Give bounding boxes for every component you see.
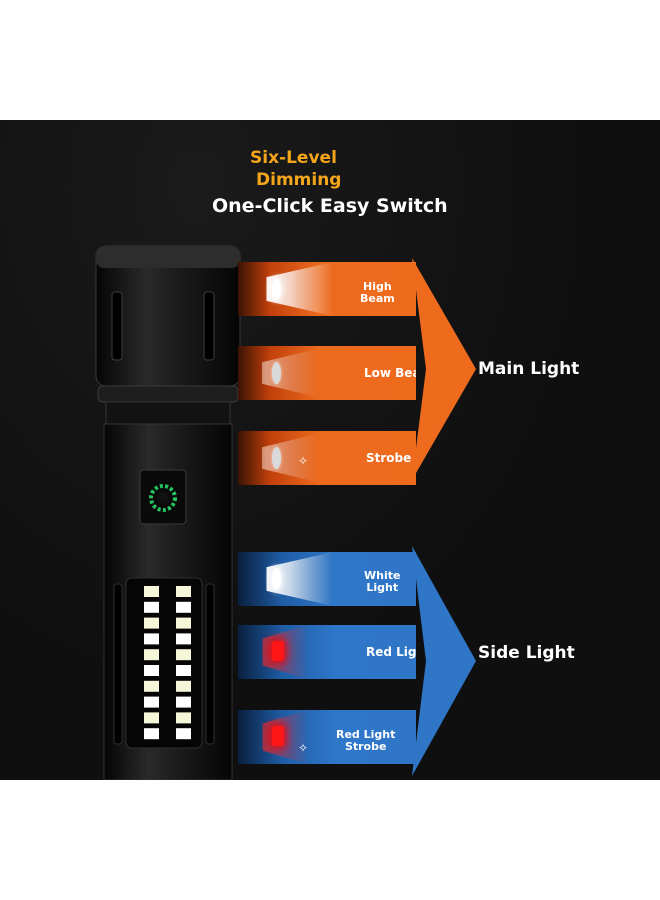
mode-band-2: Low Beam [238, 346, 416, 400]
led-cell [144, 586, 159, 597]
main-light-label: Main Light [478, 359, 580, 379]
sparkle-icon: ✧ [298, 741, 309, 755]
led-cell [144, 617, 159, 629]
led-cell [176, 665, 191, 676]
lens-icon [272, 641, 284, 661]
led-cell [176, 649, 191, 661]
mode-label-line: Strobe [366, 451, 412, 465]
led-cell [176, 696, 191, 708]
mode-label-line: Light [366, 581, 399, 594]
lens-icon [272, 726, 284, 746]
mode-label-line: White [364, 569, 401, 582]
led-cell [144, 696, 159, 708]
mode-label: Strobe [366, 452, 411, 464]
white-side-light-icon [266, 552, 333, 606]
led-cell [144, 728, 159, 740]
led-cell [176, 586, 191, 597]
headline-line-1: Six-Level [250, 148, 337, 168]
led-cell [144, 665, 159, 676]
mode-label-line: High [363, 280, 392, 293]
flashlight-illustration [95, 245, 241, 780]
led-cell [144, 649, 159, 661]
led-cell [176, 601, 191, 613]
headline-subtitle: One-Click Easy Switch [212, 195, 448, 217]
mode-band-5: Red Light [238, 625, 416, 679]
led-cell [176, 728, 191, 740]
lens-icon [272, 362, 281, 384]
headline-line-2: Dimming [256, 170, 342, 190]
led-cell [176, 712, 191, 724]
side-led-grid [144, 586, 191, 740]
led-cell [176, 633, 191, 645]
led-cell [144, 633, 159, 645]
led-cell [144, 601, 159, 613]
mode-label: Red Light [366, 646, 416, 658]
mode-label-line: Red Light [336, 728, 396, 741]
side-light-arrow [412, 546, 476, 776]
led-cell [144, 680, 159, 692]
white-beam-icon [266, 262, 333, 316]
led-cell [176, 680, 191, 692]
mode-label-line: Strobe [344, 740, 387, 753]
led-cell [144, 712, 159, 724]
mode-label-line: Low Beam [364, 366, 416, 380]
lens-icon [272, 568, 281, 590]
lens-icon [272, 447, 281, 469]
mode-label: Low Beam [364, 367, 416, 379]
mode-band-3: ✧ Strobe [238, 431, 416, 485]
power-button-ring-icon [149, 484, 177, 512]
led-cell [176, 617, 191, 629]
main-light-arrow [412, 258, 476, 480]
lens-icon [272, 278, 281, 300]
side-light-label: Side Light [478, 643, 575, 663]
mode-label-line: Beam [360, 292, 395, 305]
sparkle-icon: ✧ [298, 454, 309, 468]
mode-label-line: Red Light [366, 645, 416, 659]
